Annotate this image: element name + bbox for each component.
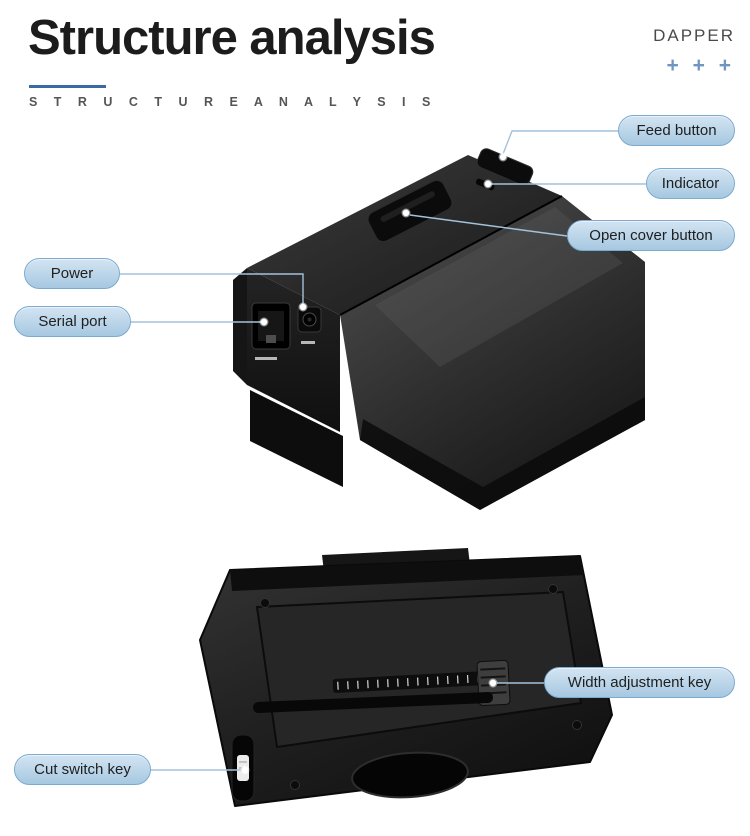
serial-port-socket [251, 302, 291, 350]
power-jack [297, 306, 322, 333]
brand-logo: DAPPER [653, 26, 735, 45]
accent-bar [29, 85, 106, 88]
callout-text: Serial port [38, 313, 107, 330]
cut-switch [231, 734, 255, 802]
page-subtitle: S T R U C T U R E A N A L Y S I S [29, 95, 437, 109]
callout-label-power: Power [24, 258, 120, 289]
callout-label-serial-port: Serial port [14, 306, 131, 337]
callout-text: Power [50, 265, 94, 282]
port-label-mark [255, 357, 277, 360]
cutter-recess [351, 751, 469, 799]
callout-label-open-cover-button: Open cover button [567, 220, 735, 251]
callout-label-cut-switch-key: Cut switch key [14, 754, 151, 785]
callout-text: Feed button [636, 122, 717, 139]
callout-label-width-adjustment-key: Width adjustment key [544, 667, 735, 698]
callout-label-indicator: Indicator [646, 168, 735, 199]
page-title: Structure analysis [28, 11, 436, 65]
callout-text: Open cover button [589, 227, 713, 244]
printer-bottom-view-image [199, 548, 613, 807]
callout-text: Width adjustment key [567, 674, 712, 691]
brand-plus-marks: + + + [666, 54, 735, 77]
rear-side-strip [230, 556, 584, 591]
printer-top-front-view-image [233, 148, 645, 510]
printer-base [250, 390, 343, 487]
feed-button [476, 148, 534, 186]
callout-text: Indicator [661, 175, 720, 192]
width-scale-ruler [332, 670, 493, 693]
slider-groove [253, 691, 493, 714]
callout-text: Cut switch key [34, 761, 131, 778]
paper-cover-bottom-shade [360, 397, 645, 510]
screw-holes [260, 584, 582, 790]
printer-left-face [233, 268, 247, 385]
port-label-mark [301, 341, 315, 344]
callout-label-feed-button: Feed button [618, 115, 735, 146]
paper-cover-highlight [375, 207, 623, 367]
printer-top-face [247, 155, 562, 315]
